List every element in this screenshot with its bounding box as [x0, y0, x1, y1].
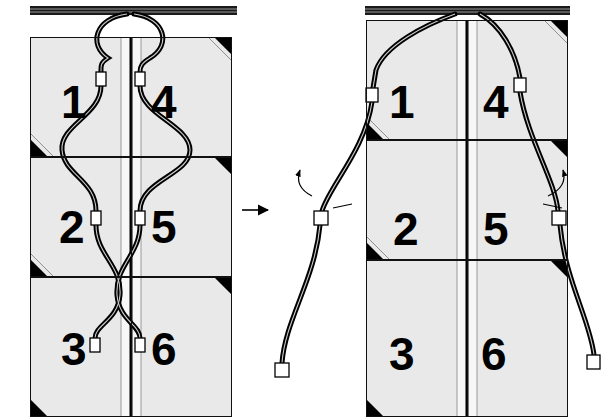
gutter-line: [457, 20, 458, 417]
module-number: 5: [151, 204, 177, 250]
cable: [117, 225, 140, 338]
module-number: 2: [393, 206, 419, 252]
module-cell: 4: [467, 20, 568, 140]
cable-cores: [62, 14, 594, 363]
corner-line: [544, 20, 568, 44]
plug-connector: [135, 338, 145, 352]
module-number: 6: [481, 331, 507, 377]
module-cell: 2: [366, 140, 468, 260]
module-number: 6: [151, 326, 177, 372]
plug-connector: [275, 363, 289, 377]
plug-connector: [135, 211, 145, 225]
bundle-strand: [365, 12, 570, 13]
corner-triangle: [30, 399, 48, 417]
corner-triangle: [214, 157, 232, 175]
gutter-line: [477, 20, 478, 417]
cable-core: [282, 225, 320, 363]
connectors: [90, 72, 600, 377]
module-cell: 1: [30, 37, 132, 157]
cable-bundle: [365, 6, 570, 15]
module-cell: 3: [366, 260, 468, 417]
pull-arrow: [299, 170, 313, 196]
corner-line: [30, 133, 54, 157]
module-cell: 2: [30, 157, 132, 277]
module-number: 4: [483, 79, 509, 125]
corner-line: [366, 236, 390, 260]
cable-core: [117, 225, 140, 338]
cable: [97, 14, 127, 72]
module-cell: 6: [467, 260, 568, 417]
plug-connector: [314, 211, 328, 225]
module-cell: 5: [131, 157, 232, 277]
pull-arrow: [548, 170, 564, 196]
cables: [62, 14, 594, 363]
corner-triangle: [214, 277, 232, 295]
module-number: 4: [151, 79, 177, 125]
module-cell: 4: [131, 37, 232, 157]
plug-connector: [366, 88, 378, 102]
module-cell: 5: [467, 140, 568, 260]
module-cell: 6: [131, 277, 232, 417]
cable: [282, 225, 320, 363]
module-cell: 3: [30, 277, 132, 417]
plug-connector: [91, 211, 101, 225]
bundle-strand: [30, 9, 237, 10]
cable: [373, 14, 455, 88]
plug-connector: [552, 211, 566, 225]
corner-line: [30, 253, 54, 277]
gutter-line: [121, 37, 122, 417]
module-cell: 1: [366, 20, 468, 140]
cable-core: [97, 14, 127, 72]
cable-core: [373, 14, 455, 88]
cable-core: [560, 225, 594, 355]
cable-core: [134, 14, 163, 72]
module-number: 2: [59, 204, 85, 250]
corner-triangle: [366, 399, 384, 417]
module-number: 3: [389, 331, 415, 377]
plug-connector: [96, 72, 106, 86]
edge-tick: [543, 204, 562, 208]
plug-connector: [135, 72, 145, 86]
bundle-strand: [365, 9, 570, 10]
module-number: 5: [483, 206, 509, 252]
plug-connector: [90, 338, 100, 352]
module-panel: [366, 20, 568, 417]
cable: [560, 225, 594, 355]
cable: [322, 102, 372, 211]
cable-core: [322, 102, 372, 211]
cable: [134, 14, 163, 72]
corner-line: [208, 37, 232, 61]
cable-core: [480, 14, 520, 78]
corner-triangle: [550, 140, 568, 158]
transition-arrow: [242, 209, 268, 211]
cable-core: [95, 225, 120, 338]
module-panel: [30, 37, 232, 417]
cable: [480, 14, 520, 78]
corner-marks: [30, 20, 568, 417]
module-number: 1: [61, 79, 87, 125]
edge-tick: [333, 204, 352, 208]
plug-connector: [587, 355, 600, 369]
module-number: 1: [389, 79, 415, 125]
plug-connector: [514, 78, 526, 92]
module-number: 3: [61, 326, 87, 372]
